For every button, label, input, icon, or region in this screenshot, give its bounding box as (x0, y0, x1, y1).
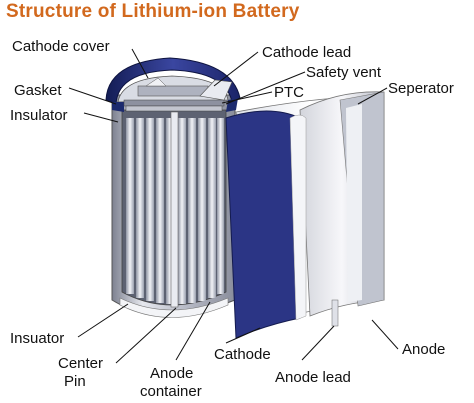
label-center-pin-line2: Pin (64, 373, 86, 390)
label-insuator: Insuator (10, 330, 64, 347)
cap-assembly (105, 57, 241, 112)
center-pin (170, 111, 179, 308)
battery-can (111, 94, 236, 318)
ptc-disc (123, 99, 225, 107)
cathode-lead-tab (199, 79, 233, 101)
label-anode-container-line1: Anode (150, 365, 193, 382)
gasket (112, 102, 124, 112)
label-anode-container-line2: container (140, 383, 202, 400)
safety-vent-disc (125, 105, 223, 112)
bottom-insulator (119, 297, 229, 318)
label-center-pin-line1: Center (58, 355, 103, 372)
label-insulator: Insulator (10, 107, 68, 124)
electrode-rods (126, 118, 224, 304)
cathode-sheet (225, 110, 301, 339)
labels: Cathode cover Gasket Insulator Cathode l… (10, 38, 454, 400)
label-seperator: Seperator (388, 80, 454, 97)
label-gasket: Gasket (14, 82, 62, 99)
diagram-title: Structure of Lithium-ion Battery (6, 1, 300, 22)
label-anode-lead: Anode lead (275, 369, 351, 386)
label-cathode-cover: Cathode cover (12, 38, 110, 55)
label-cathode-lead: Cathode lead (262, 44, 351, 61)
leader-lines (68, 48, 399, 364)
anode-lead-pin (331, 299, 339, 327)
label-ptc: PTC (274, 84, 304, 101)
unrolled-sheets (225, 91, 385, 339)
label-safety-vent: Safety vent (306, 64, 382, 81)
label-anode: Anode (402, 341, 445, 358)
label-cathode: Cathode (214, 346, 271, 363)
